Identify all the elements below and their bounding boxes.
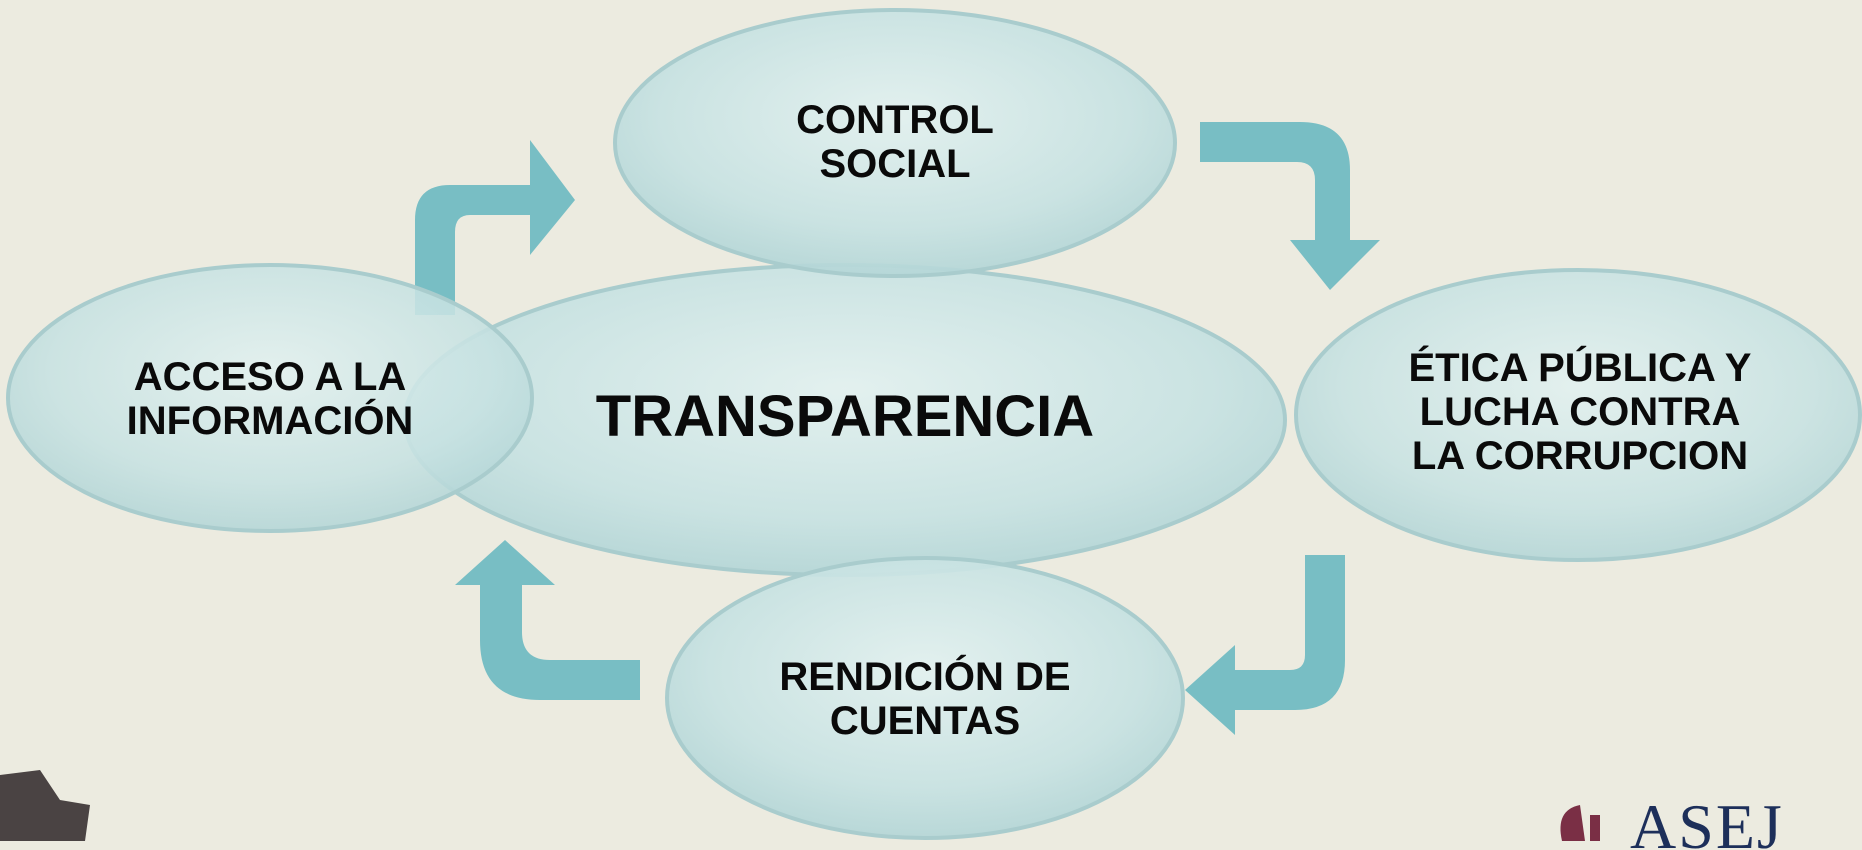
label-right: ÉTICA PÚBLICA Y LUCHA CONTRA LA CORRUPCI… [1408,346,1752,478]
corner-decoration [0,770,90,841]
ellipse-left [6,263,534,533]
label-center: TRANSPARENCIA [595,384,1095,449]
label-left: ACCESO A LA INFORMACIÓN [126,355,414,443]
logo-mark [1560,805,1600,841]
logo-text: ASEJ [1630,791,1784,850]
label-top: CONTROL SOCIAL [796,98,994,186]
ellipse-right [1294,268,1862,562]
ellipse-top [613,8,1177,278]
arrow-top-to-right [1200,122,1380,290]
arrow-bottom-to-left [455,540,640,700]
ellipse-bottom [665,556,1185,840]
arrow-left-to-top [415,140,575,315]
arrow-right-to-bottom [1185,555,1345,735]
label-bottom: RENDICIÓN DE CUENTAS [779,655,1071,743]
